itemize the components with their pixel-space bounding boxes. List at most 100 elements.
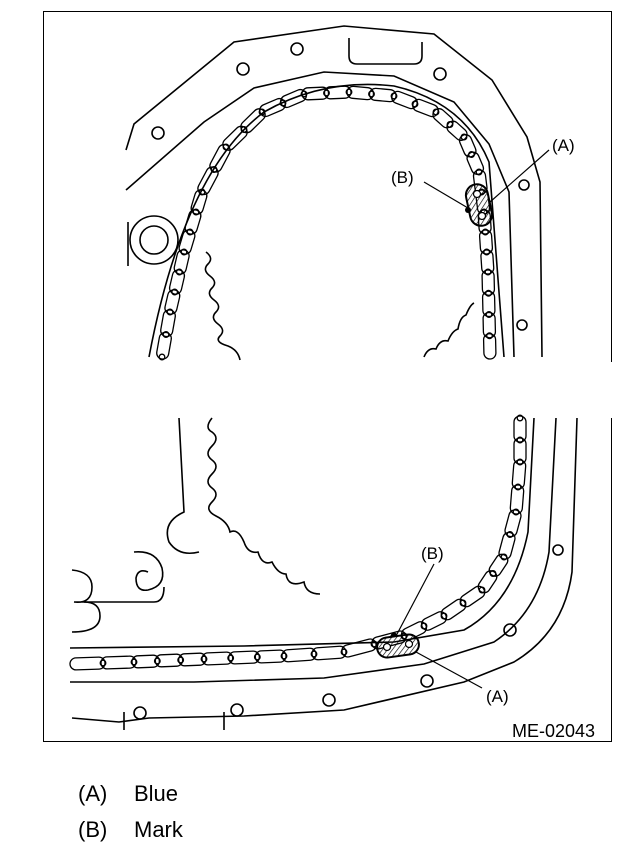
legend-item: (A) Blue (78, 776, 183, 812)
upper-housing-outline (125, 25, 543, 358)
chain-link (69, 656, 106, 671)
chain-link (481, 290, 496, 318)
chain-link (190, 189, 208, 215)
chain-pin (158, 353, 166, 361)
chain-link (368, 87, 397, 103)
chain-pin (485, 311, 493, 318)
chain-pin (512, 508, 520, 516)
legend: (A) Blue (B) Mark (78, 776, 183, 848)
chain-pin (478, 586, 486, 594)
chain-pin (446, 121, 454, 128)
upper-chain-guide (148, 83, 505, 358)
lower-chain-guide (69, 417, 535, 649)
chain-link (498, 531, 516, 560)
chain-link (254, 649, 287, 664)
chain-pin (323, 89, 330, 97)
lower-view (69, 417, 578, 730)
chain-link (228, 650, 260, 665)
chain-pin (483, 248, 491, 256)
chain-link (478, 229, 494, 255)
chain-link (432, 108, 454, 129)
chain-pin (506, 531, 514, 538)
chain-link (280, 88, 307, 109)
upper-blue-link (464, 183, 494, 227)
chain-pin (368, 90, 375, 98)
lower-leader-b (395, 563, 435, 637)
chain-pin (485, 289, 492, 297)
tensioner-spring (71, 569, 165, 604)
legend-item: (B) Mark (78, 812, 183, 848)
chain-link (482, 333, 497, 360)
housing-tab (348, 38, 423, 65)
chain-link (511, 459, 527, 490)
legend-label: Mark (134, 817, 183, 842)
chain-pin (516, 414, 524, 422)
chain-link (201, 651, 234, 666)
legend-key: (B) (78, 817, 108, 842)
chain-pin (210, 166, 218, 173)
chain-link (488, 553, 509, 577)
chain-link (178, 229, 196, 255)
sprocket-arm (166, 417, 200, 555)
callout-upper-a: (A) (552, 136, 575, 155)
chain-link (391, 90, 418, 110)
chain-pin (253, 653, 261, 661)
chain-link (458, 134, 477, 158)
chain-pin (175, 268, 183, 276)
upper-leader-a (489, 149, 550, 203)
chain-pin (192, 208, 200, 216)
idler-hub-outer (129, 215, 179, 265)
chain-link (259, 97, 286, 118)
chain-pin (475, 168, 483, 176)
chain-link (412, 98, 439, 118)
chain-pin (460, 133, 468, 141)
chain-pin (177, 656, 185, 664)
chain-link (466, 151, 485, 175)
figure-code: ME-02043 (512, 721, 595, 741)
chain-link (323, 85, 352, 100)
chain-link (311, 645, 347, 661)
chain-link (513, 415, 527, 443)
chain-pin (514, 483, 522, 491)
left-sprocket-teeth (204, 251, 241, 361)
callout-lower-a: (A) (486, 687, 509, 706)
chain-pin (99, 659, 107, 667)
upper-timing-mark (465, 207, 471, 213)
chain-link (164, 289, 181, 315)
chain-pin (345, 88, 353, 96)
chain-link (131, 654, 160, 669)
chain-pin (227, 654, 235, 662)
callout-upper-b: (B) (391, 168, 414, 187)
chain-link (184, 209, 202, 235)
chain-link (173, 249, 190, 275)
chain-pin (440, 612, 448, 620)
upper-chain (156, 85, 497, 361)
chain-pin (258, 108, 266, 116)
chain-pin (186, 228, 194, 236)
legend-key: (A) (78, 781, 108, 806)
chain-link (100, 655, 137, 670)
figure-frame: (A) (B) (B) (A) ME-02043 (43, 11, 613, 742)
chain-link (168, 269, 186, 295)
timing-chain-diagram: (A) (B) (B) (A) ME-02043 (44, 25, 613, 741)
chain-link (197, 166, 219, 196)
chain-pin (180, 248, 188, 256)
chain-link (240, 108, 266, 134)
lower-leader-a (415, 651, 483, 689)
tensioner-curl (133, 551, 164, 592)
chain-pin (516, 458, 524, 466)
chain-pin (153, 657, 161, 665)
lower-sprocket-teeth (207, 417, 321, 595)
chain-link (341, 638, 377, 658)
idler-hub-inner (139, 225, 169, 255)
chain-pin (516, 436, 524, 444)
chain-pin (222, 143, 230, 151)
chain-pin (468, 151, 475, 158)
chain-pin (484, 268, 492, 276)
chain-pin (130, 658, 138, 666)
chain-pin (340, 648, 348, 656)
lower-housing-outline (71, 417, 578, 723)
chain-pin (240, 126, 248, 133)
chain-pin (420, 622, 428, 630)
chain-pin (200, 655, 208, 663)
